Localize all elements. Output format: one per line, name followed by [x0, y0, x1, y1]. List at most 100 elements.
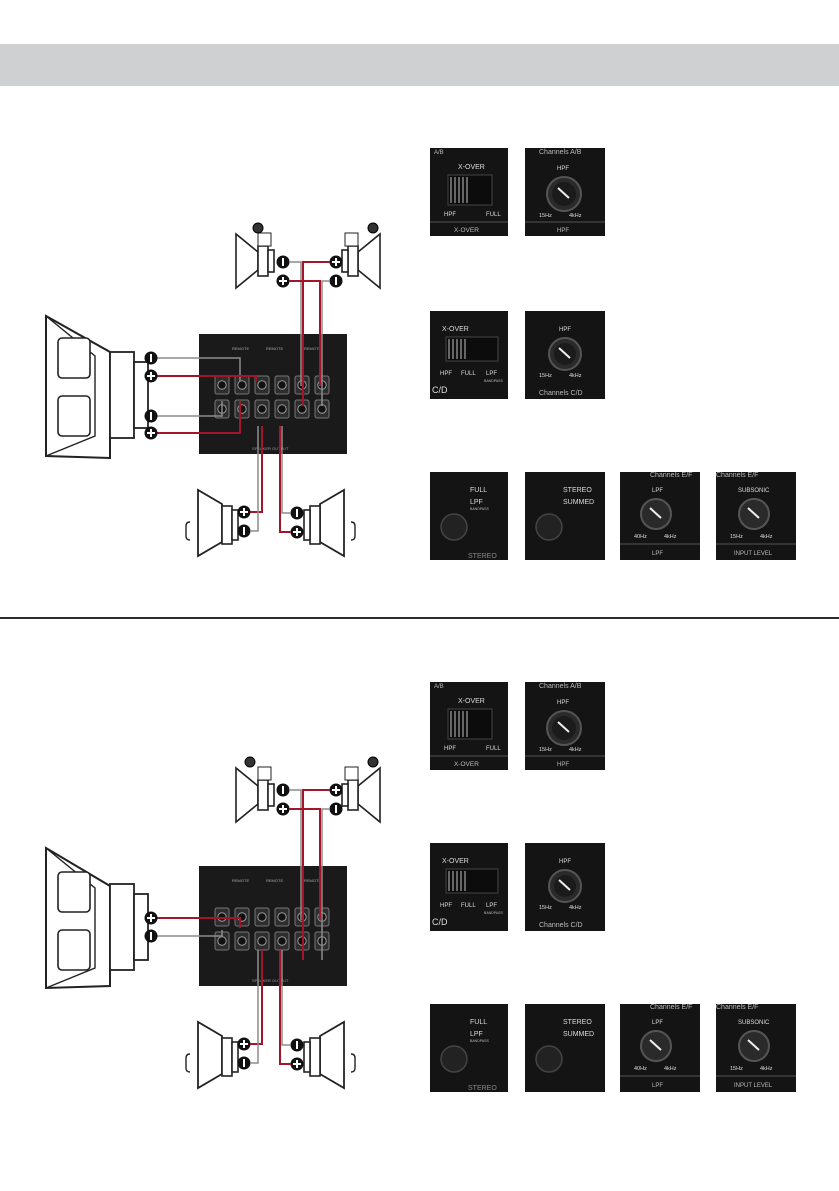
sub-terminal-plus-2	[144, 426, 158, 440]
wiring-diagram-1: REMOTE REMOTE REMOTE SPEAKER OUTPUT	[45, 222, 381, 558]
svg-text:FULL: FULL	[461, 371, 476, 377]
tweeter-tl-plus	[276, 274, 290, 288]
subsonic-knob-photo: Channels E/F SUBSONIC 15Hz 4kHz INPUT LE…	[716, 472, 796, 560]
terminal-screw	[237, 936, 247, 946]
terminal-screw	[277, 936, 287, 946]
svg-text:HPF: HPF	[444, 212, 456, 218]
svg-text:40Hz: 40Hz	[634, 1066, 647, 1072]
hpf-knob-cd-photo: HPF 15Hz 4kHz Channels C/D	[525, 311, 605, 399]
svg-text:INPUT LEVEL: INPUT LEVEL	[734, 1083, 773, 1089]
amp2-remote-label-2: REMOTE	[266, 878, 283, 883]
svg-text:BANDPASS: BANDPASS	[484, 379, 503, 383]
svg-text:4kHz: 4kHz	[569, 747, 582, 753]
svg-text:HPF: HPF	[440, 903, 452, 909]
svg-text:SUBSONIC: SUBSONIC	[738, 1020, 770, 1026]
svg-text:LPF: LPF	[652, 1083, 663, 1089]
svg-text:HPF: HPF	[440, 371, 452, 377]
amp-remote-label-2: REMOTE	[266, 346, 283, 351]
svg-text:4kHz: 4kHz	[664, 534, 677, 540]
tweeter-tr-minus	[329, 274, 343, 288]
svg-text:X-OVER: X-OVER	[442, 858, 469, 865]
spk-br-minus	[290, 506, 304, 520]
sub-terminal-minus-2	[144, 409, 158, 423]
terminal-screw	[297, 404, 307, 414]
xover-switch-cd-photo-2: X-OVER HPF FULL LPF BANDPASS C/D	[430, 843, 508, 931]
svg-text:Channels E/F: Channels E/F	[716, 1004, 758, 1011]
amp2-remote-label-3: REMOTE	[304, 878, 321, 883]
speaker2-bottom-left	[185, 1020, 239, 1090]
svg-text:HPF: HPF	[559, 859, 571, 865]
svg-text:4kHz: 4kHz	[569, 373, 582, 379]
svg-text:SUBSONIC: SUBSONIC	[738, 488, 770, 494]
hpf-knob-ab-photo-2: Channels A/B HPF 15Hz 4kHz HPF	[525, 682, 605, 770]
svg-text:A/B: A/B	[434, 150, 444, 156]
speaker-bottom-left	[185, 488, 239, 558]
amp-remote-label-3: REMOTE	[304, 346, 321, 351]
svg-text:X-OVER: X-OVER	[458, 698, 485, 705]
t2-tl-minus	[276, 783, 290, 797]
svg-text:LPF: LPF	[652, 1020, 663, 1026]
svg-text:INPUT LEVEL: INPUT LEVEL	[734, 551, 773, 557]
xover-switch-cd-photo: X-OVER HPF FULL LPF BANDPASS C/D	[430, 311, 508, 399]
svg-text:Channels C/D: Channels C/D	[539, 922, 583, 929]
svg-text:15Hz: 15Hz	[539, 213, 552, 219]
xover-switch-ab-photo: A/B X-OVER HPF FULL X-OVER	[430, 148, 508, 236]
svg-text:4kHz: 4kHz	[760, 1066, 773, 1072]
t2-tr-plus	[329, 783, 343, 797]
svg-text:C/D: C/D	[432, 385, 448, 395]
svg-text:FULL: FULL	[486, 212, 501, 218]
amp-footer-label: SPEAKER OUTPUT	[252, 446, 289, 451]
terminal-screw	[237, 380, 247, 390]
svg-text:15Hz: 15Hz	[730, 1066, 743, 1072]
svg-text:C/D: C/D	[432, 917, 448, 927]
tweeter2-top-right	[341, 756, 381, 823]
svg-text:Channels E/F: Channels E/F	[716, 472, 758, 479]
terminal-screw	[317, 404, 327, 414]
s2-br-minus	[290, 1038, 304, 1052]
svg-text:X-OVER: X-OVER	[442, 326, 469, 333]
terminal-screw	[257, 912, 267, 922]
svg-text:BANDPASS: BANDPASS	[470, 507, 489, 511]
tweeter-top-left	[235, 222, 275, 289]
sub-terminal-minus-1	[144, 351, 158, 365]
svg-text:STEREO: STEREO	[563, 487, 592, 494]
hpf-knob-ab-photo: Channels A/B HPF 15Hz 4kHz HPF	[525, 148, 605, 236]
svg-text:A/B: A/B	[434, 684, 444, 690]
svg-text:FULL: FULL	[470, 487, 487, 494]
full-lpf-button-photo-2: FULL LPF BANDPASS STEREO	[430, 1004, 508, 1092]
terminal-screw	[217, 936, 227, 946]
sub2-terminal-plus	[144, 911, 158, 925]
svg-text:4kHz: 4kHz	[760, 534, 773, 540]
svg-text:4kHz: 4kHz	[569, 905, 582, 911]
speaker2-bottom-right	[303, 1020, 356, 1090]
stereo-summed-button-photo: STEREO SUMMED	[525, 472, 605, 560]
svg-text:FULL: FULL	[486, 746, 501, 752]
svg-text:X-OVER: X-OVER	[454, 227, 479, 234]
wiring-section-2: REMOTE REMOTE REMOTE SPEAKER OUTPUT	[0, 620, 839, 1150]
svg-text:Channels E/F: Channels E/F	[650, 1004, 692, 1011]
amp2-remote-label-1: REMOTE	[232, 878, 249, 883]
terminal-screw	[277, 404, 287, 414]
t2-tr-minus	[329, 802, 343, 816]
amp2-footer-label: SPEAKER OUTPUT	[252, 978, 289, 983]
svg-text:15Hz: 15Hz	[730, 534, 743, 540]
amplifier-terminal-panel: REMOTE REMOTE REMOTE SPEAKER OUTPUT	[199, 334, 347, 454]
svg-text:15Hz: 15Hz	[539, 747, 552, 753]
svg-text:HPF: HPF	[559, 327, 571, 333]
svg-text:HPF: HPF	[557, 700, 569, 706]
svg-text:LPF: LPF	[486, 903, 497, 909]
svg-text:HPF: HPF	[557, 166, 569, 172]
svg-text:Channels C/D: Channels C/D	[539, 390, 583, 397]
terminal-screw	[277, 380, 287, 390]
subwoofer	[45, 314, 149, 460]
lpf-knob-ef-photo: Channels E/F LPF 40Hz 4kHz LPF	[620, 472, 700, 560]
svg-text:BANDPASS: BANDPASS	[484, 911, 503, 915]
svg-text:BANDPASS: BANDPASS	[470, 1039, 489, 1043]
svg-text:Channels A/B: Channels A/B	[539, 683, 582, 690]
svg-text:4kHz: 4kHz	[664, 1066, 677, 1072]
header-band	[0, 44, 839, 86]
terminal-screw	[257, 404, 267, 414]
lpf-knob-ef-photo-2: Channels E/F LPF 40Hz 4kHz LPF	[620, 1004, 700, 1092]
tweeter-tr-plus	[329, 255, 343, 269]
svg-text:4kHz: 4kHz	[569, 213, 582, 219]
